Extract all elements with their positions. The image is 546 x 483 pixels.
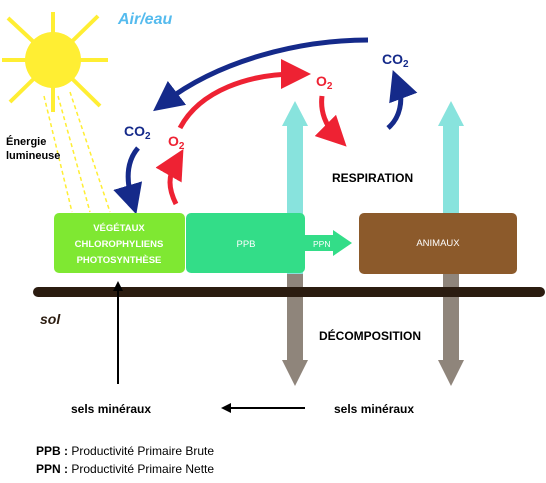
o2-label-left: O2 <box>168 133 185 152</box>
svg-text:CO2: CO2 <box>382 51 409 70</box>
o2-left-sub: 2 <box>179 141 185 152</box>
o2-consumption-arrow <box>314 95 347 147</box>
co2-left-main: CO <box>124 123 145 139</box>
legend-ppn-text: Productivité Primaire Nette <box>68 462 215 476</box>
o2-label-right: O2 <box>316 73 333 92</box>
plants-label-line1: VÉGÉTAUX <box>93 223 145 234</box>
plants-label-line3: PHOTOSYNTHÈSE <box>77 255 162 266</box>
plants-label-line2: CHLOROPHYLIENS <box>75 239 164 250</box>
sun-icon <box>2 12 111 213</box>
legend-ppn-abbr: PPN : <box>36 462 69 476</box>
o2-right-sub: 2 <box>327 81 333 92</box>
o2-left-main: O <box>168 133 179 149</box>
soil-bar <box>33 287 545 297</box>
animals-box-label: ANIMAUX <box>416 238 460 249</box>
minerals-left-label: sels minéraux <box>71 402 151 416</box>
co2-right-sub: 2 <box>403 59 409 70</box>
co2-release-arrow <box>386 69 418 130</box>
medium-label: Air/eau <box>117 11 172 28</box>
legend-ppb: PPB : Productivité Primaire Brute <box>36 444 214 458</box>
legend-ppn: PPN : Productivité Primaire Nette <box>36 462 214 476</box>
svg-text:O2: O2 <box>316 73 333 92</box>
svg-text:O2: O2 <box>168 133 185 152</box>
legend-ppb-abbr: PPB : <box>36 444 69 458</box>
co2-left-sub: 2 <box>145 131 151 142</box>
energy-label-line2: lumineuse <box>6 150 60 162</box>
o2-cycle-arrow <box>177 59 311 130</box>
ppb-box-label: PPB <box>236 239 255 250</box>
ppn-arrow-label: PPN <box>313 239 330 249</box>
legend-ppb-text: Productivité Primaire Brute <box>68 444 215 458</box>
decomposition-label: DÉCOMPOSITION <box>319 328 421 343</box>
soil-label: sol <box>40 311 61 327</box>
ppn-arrow <box>305 230 352 256</box>
respiration-label: RESPIRATION <box>332 171 413 185</box>
co2-right-main: CO <box>382 51 403 67</box>
o2-release-arrow <box>155 148 184 206</box>
co2-uptake-arrow <box>113 146 143 215</box>
plants-box <box>54 213 185 273</box>
animals-box <box>359 213 517 274</box>
co2-cycle-arrow <box>153 37 369 112</box>
energy-label-line1: Énergie <box>6 135 46 148</box>
co2-label-right: CO2 <box>382 51 409 70</box>
minerals-right-label: sels minéraux <box>334 402 414 416</box>
svg-text:CO2: CO2 <box>124 123 151 142</box>
co2-label-left: CO2 <box>124 123 151 142</box>
ppb-box <box>186 213 305 273</box>
o2-right-main: O <box>316 73 327 89</box>
